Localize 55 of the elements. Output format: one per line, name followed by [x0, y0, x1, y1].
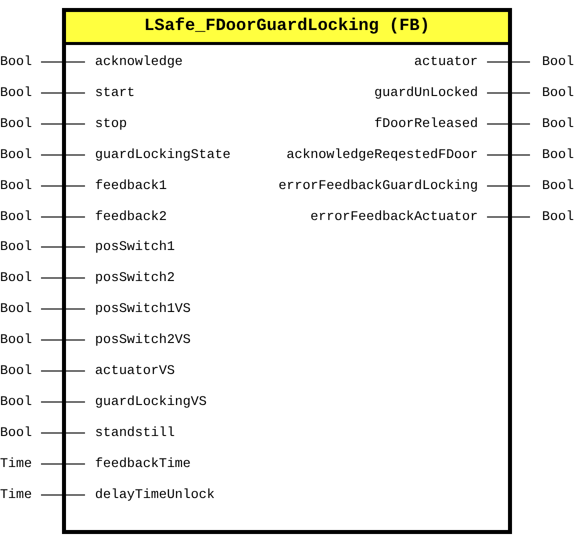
output-pin-name: errorFeedbackActuator [310, 209, 487, 225]
data-type-label: Bool [0, 239, 41, 255]
input-pin-name: guardLockingVS [85, 394, 207, 410]
input-pin-name: feedback2 [85, 209, 167, 225]
pin-line [486, 216, 530, 218]
data-type-label: Bool [0, 209, 41, 225]
data-type-label: Bool [0, 270, 41, 286]
output-pin-name: errorFeedbackGuardLocking [278, 178, 487, 194]
data-type-label: Bool [0, 394, 41, 410]
input-pin-name: actuatorVS [85, 363, 175, 379]
input-pin-name: posSwitch1VS [85, 301, 191, 317]
output-pin-name: actuator [414, 54, 487, 70]
input-pin-name: feedback1 [85, 178, 167, 194]
input-pin-name: delayTimeUnlock [85, 487, 215, 503]
data-type-label: Bool [0, 116, 41, 132]
pin-line [40, 92, 86, 94]
pin-line [40, 246, 86, 248]
data-type-label: Bool [0, 425, 41, 441]
input-pin-name: stop [85, 116, 127, 132]
data-type-label: Bool [0, 54, 41, 70]
input-pin-name: posSwitch1 [85, 239, 175, 255]
pin-line [40, 370, 86, 372]
input-pin-name: start [85, 85, 135, 101]
data-type-label: Bool [0, 85, 41, 101]
data-type-label: Bool [530, 85, 574, 101]
pin-line [40, 154, 86, 156]
output-pin-name: guardUnLocked [374, 85, 487, 101]
data-type-label: Bool [0, 301, 41, 317]
pin-line [40, 216, 86, 218]
data-type-label: Bool [530, 54, 574, 70]
data-type-label: Bool [0, 332, 41, 348]
pin-line [40, 494, 86, 496]
data-type-label: Bool [530, 116, 574, 132]
data-type-label: Time [0, 456, 41, 472]
data-type-label: Bool [0, 363, 41, 379]
data-type-label: Time [0, 487, 41, 503]
data-type-label: Bool [530, 147, 574, 163]
input-pin-name: posSwitch2VS [85, 332, 191, 348]
input-pin-name: guardLockingState [85, 147, 231, 163]
data-type-label: Bool [530, 209, 574, 225]
input-pin-name: acknowledge [85, 54, 183, 70]
input-pin-name: posSwitch2 [85, 270, 175, 286]
output-pin-name: acknowledgeReqestedFDoor [286, 147, 487, 163]
data-type-label: Bool [530, 178, 574, 194]
data-type-label: Bool [0, 147, 41, 163]
pin-line [40, 432, 86, 434]
pin-line [40, 308, 86, 310]
output-pin-name: fDoorReleased [374, 116, 487, 132]
input-pin-name: feedbackTime [85, 456, 191, 472]
input-pin-name: standstill [85, 425, 175, 441]
block-title: LSafe_FDoorGuardLocking (FB) [66, 12, 508, 45]
pin-line [486, 92, 530, 94]
function-block [62, 8, 512, 534]
pin-line [486, 154, 530, 156]
data-type-label: Bool [0, 178, 41, 194]
